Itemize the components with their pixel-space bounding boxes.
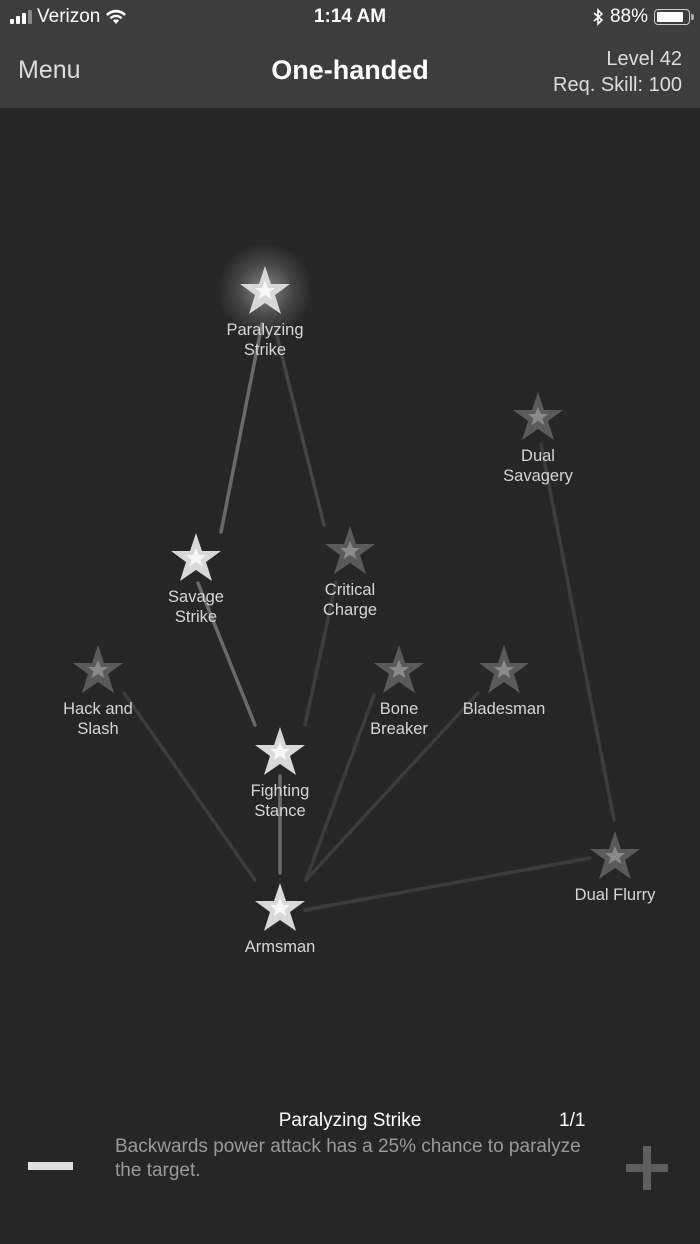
connection-line [219,322,264,534]
page-title: One-handed [271,55,429,85]
required-skill-label: Req. Skill: 100 [553,74,682,96]
perk-connections [122,322,616,912]
wifi-icon [106,9,127,24]
remove-perk-button[interactable] [28,1162,73,1172]
bluetooth-icon [593,8,604,26]
carrier-label: Verizon [37,6,101,27]
perk-detail-panel: Paralyzing Strike 1/1 Backwards power at… [0,1098,700,1244]
connection-line [304,691,480,882]
star-icon [479,645,529,693]
top-bar: Verizon 1:14 AM 88% Menu One-handed Leve… [0,0,700,108]
star-icon [255,883,305,931]
perk-bladesman[interactable]: Bladesman [444,643,564,719]
connection-line [539,442,616,822]
connection-line [303,856,592,912]
selected-perk-description: Backwards power attack has a 25% chance … [115,1136,581,1181]
perk-label: Bladesman [462,700,546,718]
signal-icon [10,10,32,24]
star-icon [255,727,305,775]
battery-icon [654,9,694,25]
perk-label: Dual Flurry [574,886,656,904]
connection-line [303,580,338,727]
level-label: Level 42 [606,48,682,70]
star-icon [240,266,290,314]
connection-line [196,581,257,727]
perk-armsman[interactable]: Armsman [220,881,340,957]
battery-percent: 88% [609,6,648,27]
menu-button[interactable]: Menu [18,56,81,84]
star-icon [374,645,424,693]
star-icon [590,831,640,879]
nav-bar: Menu One-handed Level 42 Req. Skill: 100 [0,40,700,108]
perk-dual-flurry[interactable]: Dual Flurry [555,829,675,905]
star-icon [171,533,221,581]
star-icon [73,645,123,693]
add-perk-button[interactable] [626,1146,670,1190]
selected-perk-name: Paralyzing Strike [278,1110,422,1131]
selected-perk-rank: 1/1 [559,1110,586,1131]
minus-icon [28,1162,73,1170]
star-icon [513,392,563,440]
status-bar: Verizon 1:14 AM 88% [0,0,700,36]
connection-line [274,330,326,527]
level-info: Level 42 Req. Skill: 100 [553,46,682,98]
star-icon [325,526,375,574]
perk-label: Armsman [244,938,316,956]
clock: 1:14 AM [313,6,387,27]
connection-line [304,693,376,882]
connection-line [122,691,257,882]
